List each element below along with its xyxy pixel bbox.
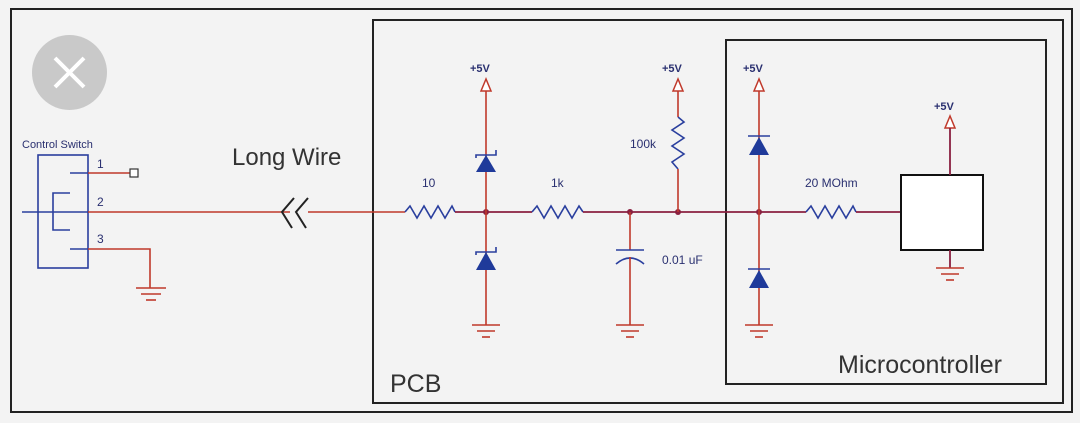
capacitor: 0.01 uF: [615, 212, 703, 338]
clamp-diodes: +5V: [743, 63, 773, 338]
resistor-10: 10: [404, 176, 456, 220]
mcu-chip: +5V: [900, 101, 984, 281]
microcontroller-label: Microcontroller: [838, 351, 1002, 379]
supply-label: +5V: [934, 101, 955, 113]
outer-frame: [10, 8, 1073, 413]
supply-label: +5V: [470, 63, 491, 75]
resistor-20mohm-label: 20 MOhm: [805, 176, 858, 190]
capacitor-label: 0.01 uF: [662, 253, 703, 267]
resistor-100k: +5V 100k: [630, 63, 686, 212]
pin-2-label: 2: [97, 195, 104, 209]
pin-1-label: 1: [97, 157, 104, 171]
tvs-zener-diodes: +5V: [470, 63, 500, 338]
resistor-100k-label: 100k: [630, 137, 657, 151]
close-icon: [53, 56, 86, 89]
long-wire-break-symbol: [280, 197, 309, 229]
control-switch: Control Switch 1 2 3: [22, 139, 166, 301]
switch-label: Control Switch: [22, 139, 93, 151]
resistor-10-label: 10: [422, 176, 436, 190]
resistor-20mohm: 20 MOhm: [805, 176, 858, 220]
pin-3-label: 3: [97, 232, 104, 246]
supply-label: +5V: [743, 63, 764, 75]
long-wire-label: Long Wire: [232, 144, 341, 171]
supply-label: +5V: [662, 63, 683, 75]
ground-symbol: [136, 287, 166, 301]
resistor-1k: 1k: [531, 176, 584, 220]
resistor-1k-label: 1k: [551, 176, 565, 190]
close-button[interactable]: [32, 35, 107, 110]
pcb-label: PCB: [390, 370, 441, 398]
